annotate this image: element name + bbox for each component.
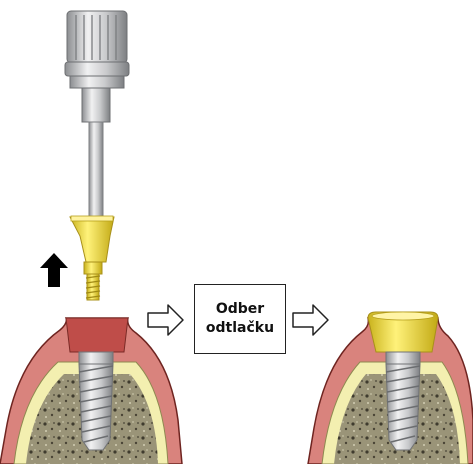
step-label-line1: Odber [216,301,264,317]
step-label-box: Odber odtlačku [194,284,286,354]
right-arrow-icon [148,305,183,335]
up-arrow-icon [40,253,68,287]
jaw-cross-section-left [0,318,182,464]
impression-driver-tool [65,11,129,218]
right-arrow-icon [293,305,328,335]
implant-left [79,352,113,450]
healing-cap [368,312,438,352]
jaw-cross-section-right [308,312,473,464]
step-label: Odber odtlačku [206,300,274,338]
step-label-line2: odtlačku [206,320,274,336]
implant-right [386,352,420,450]
post-screw [86,274,100,300]
impression-post [70,216,114,300]
